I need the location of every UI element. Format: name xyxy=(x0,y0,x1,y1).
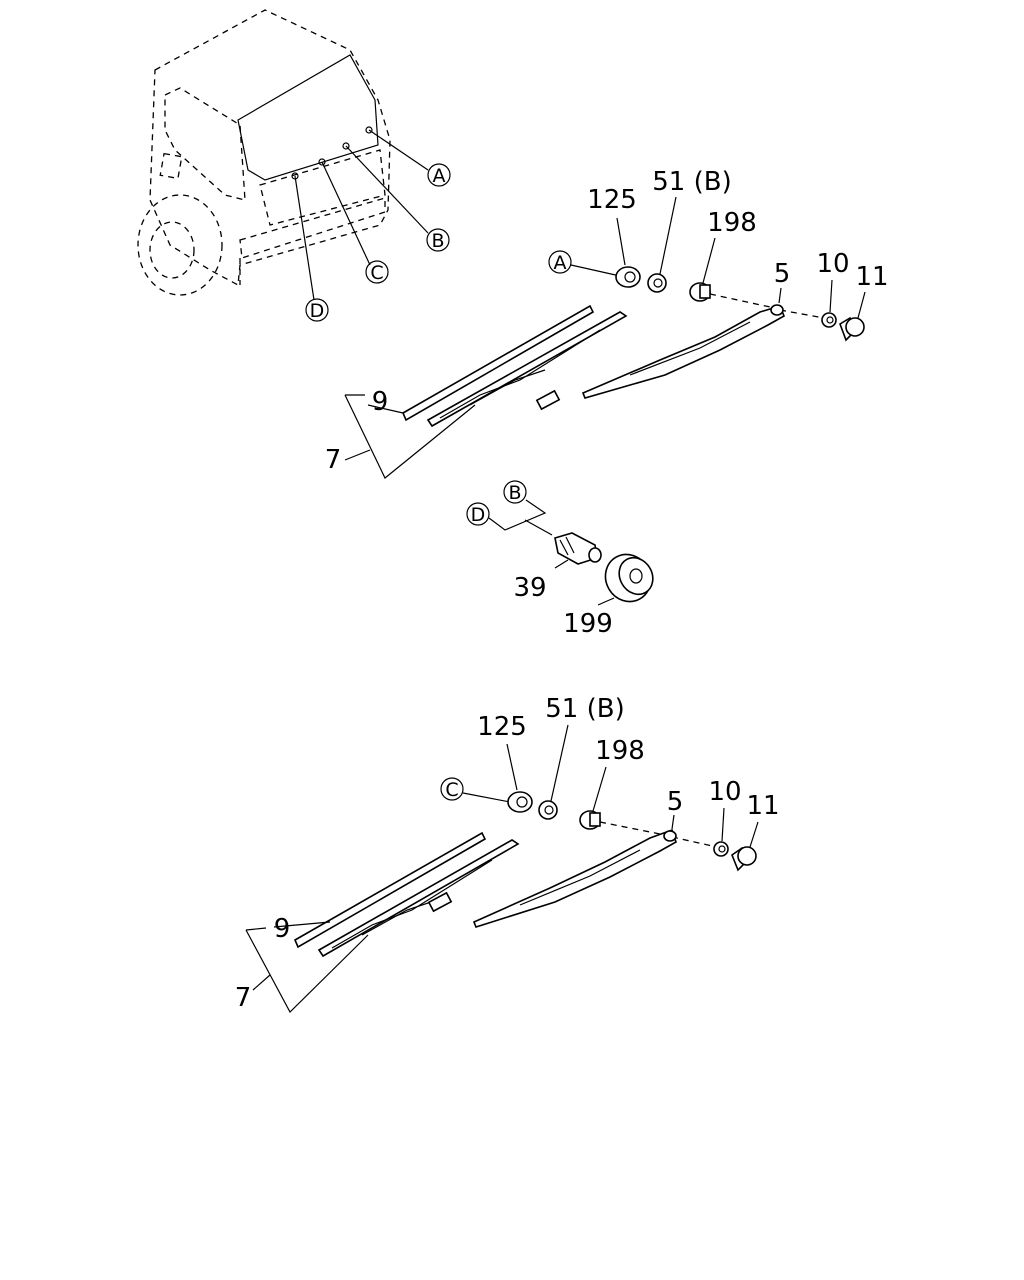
wiper-blade-7-top: 7 xyxy=(325,311,628,479)
svg-text:5: 5 xyxy=(774,259,791,289)
svg-text:51 (B): 51 (B) xyxy=(652,167,731,197)
callout-a-vehicle: A xyxy=(427,163,451,187)
nut-10-bottom: 10 xyxy=(708,777,742,857)
svg-text:7: 7 xyxy=(235,983,252,1013)
nozzle-group: B D 39 199 xyxy=(466,480,654,639)
svg-text:B: B xyxy=(431,230,444,252)
svg-text:A: A xyxy=(433,165,446,187)
svg-text:11: 11 xyxy=(746,791,779,821)
bottom-wiper-assembly: C 125 51 (B) 198 5 xyxy=(235,694,780,1013)
wiper-refill-9-top: 9 xyxy=(367,304,595,422)
wiper-arm-5-top: 5 xyxy=(581,259,791,399)
svg-text:198: 198 xyxy=(595,736,645,766)
wiper-blade-7-bottom: 7 xyxy=(235,839,520,1013)
wiper-arm-5-bottom: 5 xyxy=(472,787,684,928)
washer-51b-top: 51 (B) xyxy=(647,167,732,293)
svg-text:D: D xyxy=(310,300,325,322)
svg-text:11: 11 xyxy=(855,262,888,292)
cap-11-bottom: 11 xyxy=(731,791,780,872)
nut-125-top: 125 xyxy=(587,185,641,288)
svg-text:125: 125 xyxy=(587,185,637,215)
wiper-refill-9-bottom: 9 xyxy=(274,831,487,949)
svg-text:39: 39 xyxy=(513,573,546,603)
cap-198-bottom: 198 xyxy=(579,736,645,830)
grommet-199: 199 xyxy=(563,553,654,639)
svg-text:7: 7 xyxy=(325,445,342,475)
svg-text:10: 10 xyxy=(708,777,741,807)
svg-text:C: C xyxy=(445,779,458,801)
nut-125-bottom: 125 xyxy=(477,712,533,813)
cap-198-top: 198 xyxy=(689,208,757,302)
washer-nozzle-39: 39 xyxy=(513,532,602,603)
svg-text:A: A xyxy=(554,252,567,274)
callout-b-vehicle: B xyxy=(426,228,450,252)
svg-text:B: B xyxy=(508,482,521,504)
top-wiper-assembly: A 125 51 (B) 198 xyxy=(325,167,889,479)
svg-text:C: C xyxy=(370,262,383,284)
svg-text:51 (B): 51 (B) xyxy=(545,694,624,724)
cap-11-top: 11 xyxy=(839,262,889,342)
svg-text:5: 5 xyxy=(667,787,684,817)
svg-text:9: 9 xyxy=(372,387,389,417)
nut-10-top: 10 xyxy=(816,249,850,328)
vehicle-leader-lines xyxy=(294,129,429,301)
callout-d-vehicle: D xyxy=(305,298,329,322)
svg-text:199: 199 xyxy=(563,609,613,639)
svg-text:198: 198 xyxy=(707,208,757,238)
svg-text:9: 9 xyxy=(274,914,291,944)
svg-text:D: D xyxy=(471,504,486,526)
callout-c-vehicle: C xyxy=(365,260,389,284)
svg-text:125: 125 xyxy=(477,712,527,742)
svg-text:10: 10 xyxy=(816,249,849,279)
washer-51b-bottom: 51 (B) xyxy=(538,694,625,820)
